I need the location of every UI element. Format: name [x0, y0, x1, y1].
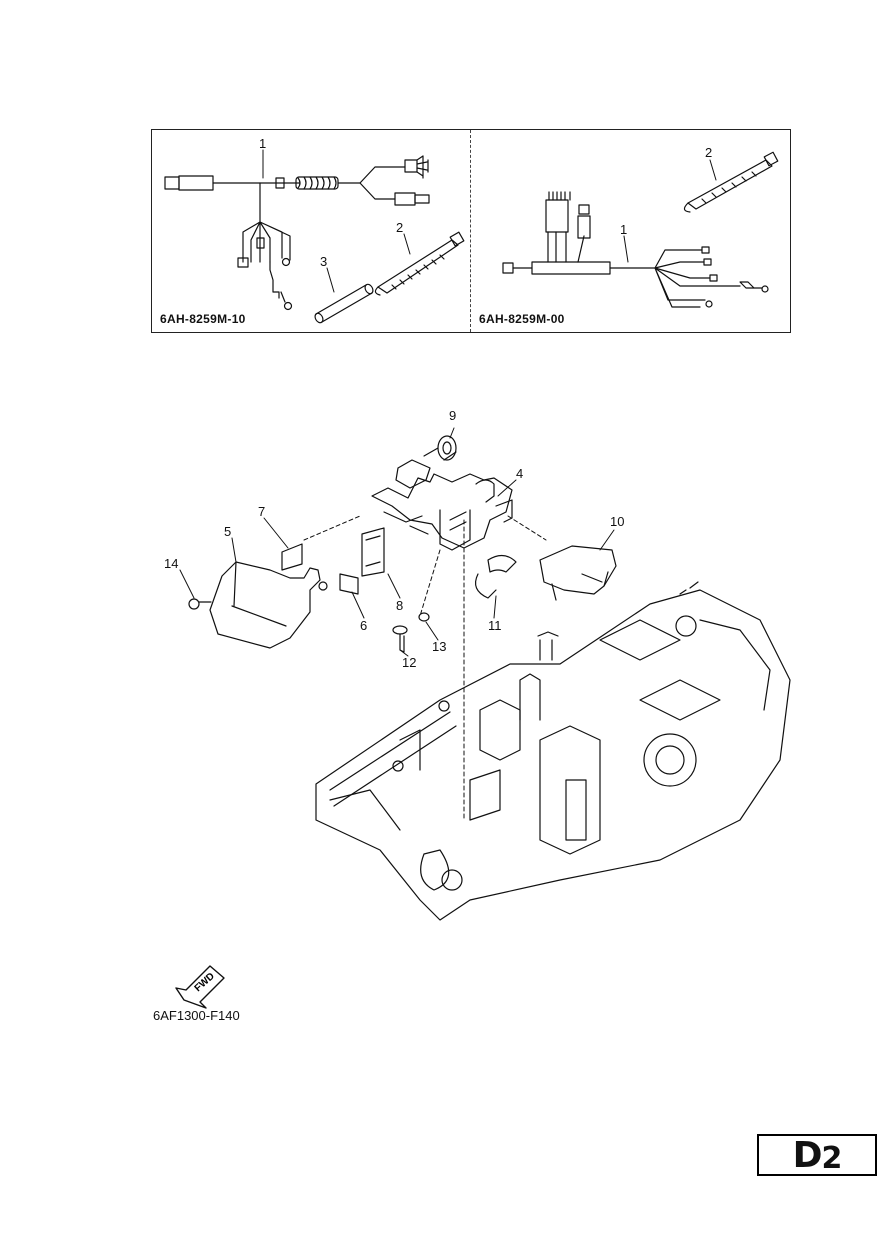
wire-harness-left: [164, 155, 430, 311]
bolt: [392, 625, 408, 653]
callout-kit-right-2: 2: [705, 145, 713, 160]
callout-8: 8: [396, 598, 404, 613]
kit-divider: [470, 130, 471, 332]
fwd-arrow-icon: FWD: [175, 965, 225, 1009]
callout-7: 7: [258, 504, 266, 519]
clamp: [475, 554, 517, 599]
bracket-assembly: [371, 459, 513, 551]
callout-6: 6: [360, 618, 368, 633]
callout-13: 13: [432, 639, 447, 654]
cable-tie-left: [374, 231, 465, 296]
page-letter: D: [792, 1134, 823, 1176]
figure-code: 6AF1300-F140: [153, 1008, 240, 1023]
rectifier-cover: [539, 545, 617, 601]
wire-harness-right: [502, 191, 769, 308]
callout-kit-left-2: 2: [396, 220, 404, 235]
cover: [209, 561, 328, 649]
tube-left: [314, 283, 374, 324]
engine-block: [315, 581, 791, 921]
screw: [188, 598, 212, 610]
leader-lines: [303, 515, 547, 821]
kit-code-right: 6AH-8259M-00: [479, 312, 565, 326]
callout-11: 11: [488, 618, 502, 633]
grommet: [423, 435, 457, 461]
callout-12: 12: [402, 655, 417, 670]
callout-kit-left-3: 3: [320, 254, 328, 269]
callout-10: 10: [610, 514, 625, 529]
kit-code-left: 6AH-8259M-10: [160, 312, 246, 326]
kit-panel: 6AH-8259M-10 6AH-8259M-00: [151, 129, 791, 333]
callout-kit-left-1: 1: [259, 136, 267, 151]
callout-5: 5: [224, 524, 232, 539]
page-digit: 2: [821, 1140, 843, 1176]
cable-tie-right: [683, 151, 779, 213]
callout-4: 4: [516, 466, 524, 481]
callout-9: 9: [449, 408, 457, 423]
holder-plate: [361, 527, 385, 577]
callout-14: 14: [164, 556, 179, 571]
washer: [418, 612, 430, 622]
callout-kit-right-1: 1: [620, 222, 628, 237]
callout-leaders: [179, 149, 717, 657]
gasket-seal: [281, 543, 359, 595]
